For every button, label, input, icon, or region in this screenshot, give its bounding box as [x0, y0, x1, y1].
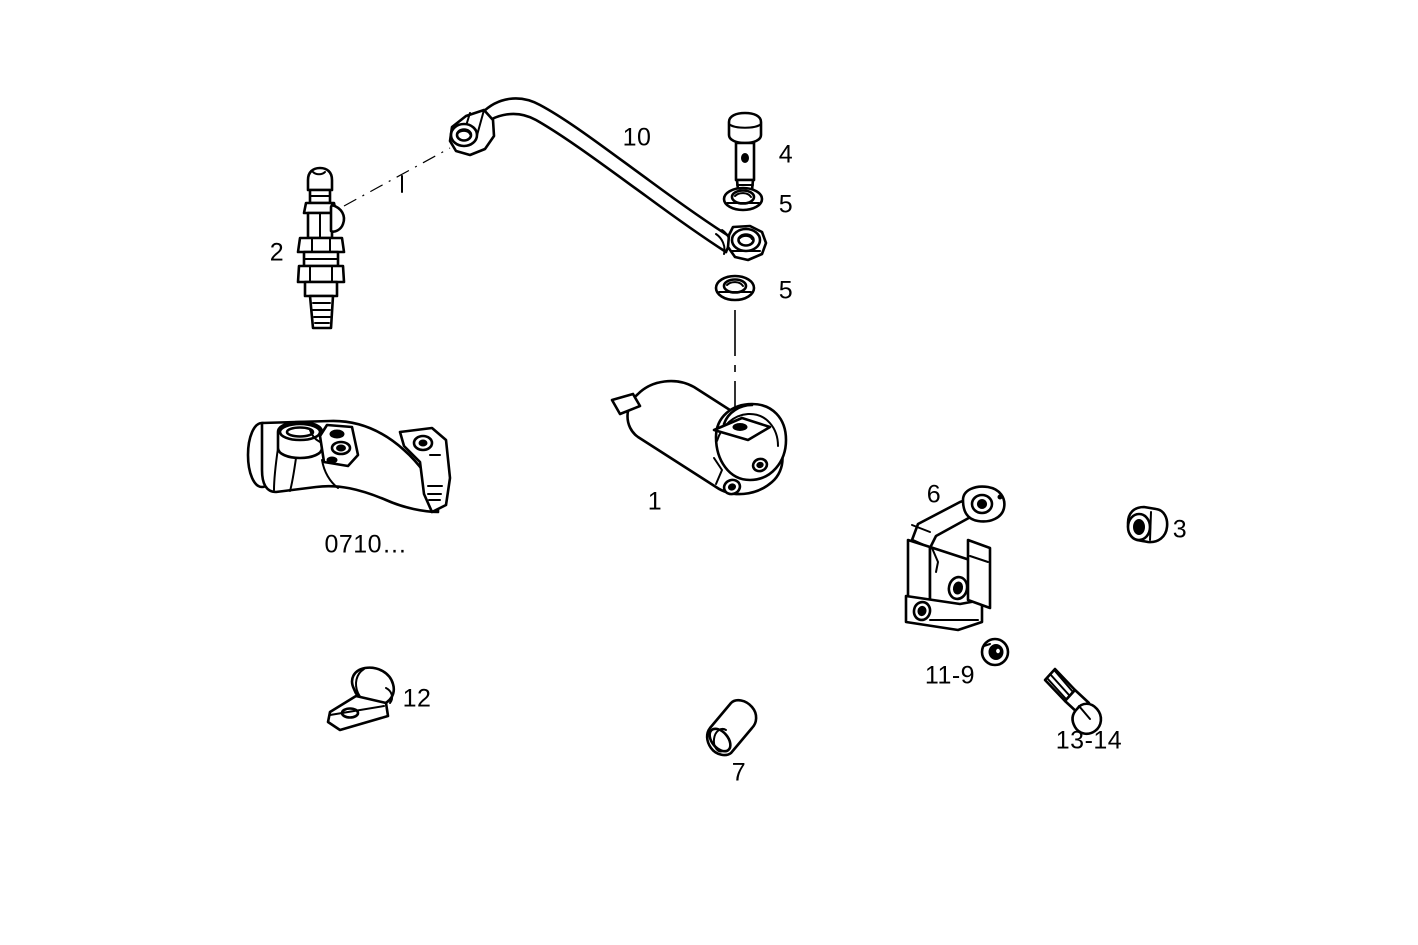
callout-label-10: 10: [623, 124, 652, 152]
callout-label-6: 6: [927, 481, 941, 509]
part-intake-manifold-elbow[interactable]: [246, 419, 452, 514]
part-cylinder-body[interactable]: [610, 379, 788, 496]
part-stud-bolt[interactable]: [1043, 667, 1103, 736]
callout-label-13-14: 13-14: [1056, 727, 1122, 755]
part-sealing-washer-lower[interactable]: [714, 274, 756, 302]
callout-label-4: 4: [779, 141, 793, 169]
callout-label-5-upper: 5: [779, 191, 793, 219]
part-sealing-washer-upper[interactable]: [722, 186, 764, 212]
part-mounting-bracket[interactable]: [904, 485, 1006, 632]
part-sleeve-bush[interactable]: [705, 698, 758, 757]
part-hydraulic-pipe-hose[interactable]: [448, 97, 768, 262]
part-p-clamp[interactable]: [326, 666, 396, 732]
callout-label-1: 1: [648, 488, 662, 516]
callout-label-0710: 0710…: [324, 531, 407, 559]
callout-label-2: 2: [270, 239, 284, 267]
callout-label-12: 12: [403, 685, 432, 713]
part-bushing-spacer[interactable]: [1126, 505, 1169, 544]
part-lock-nut[interactable]: [980, 637, 1010, 667]
callout-label-3: 3: [1173, 516, 1187, 544]
leader-line-plug-to-hose: [343, 147, 451, 207]
callout-label-7: 7: [732, 759, 746, 787]
callout-label-5-lower: 5: [779, 277, 793, 305]
part-glow-plug-sensor[interactable]: [296, 166, 346, 330]
callout-label-11-9: 11-9: [925, 662, 975, 690]
